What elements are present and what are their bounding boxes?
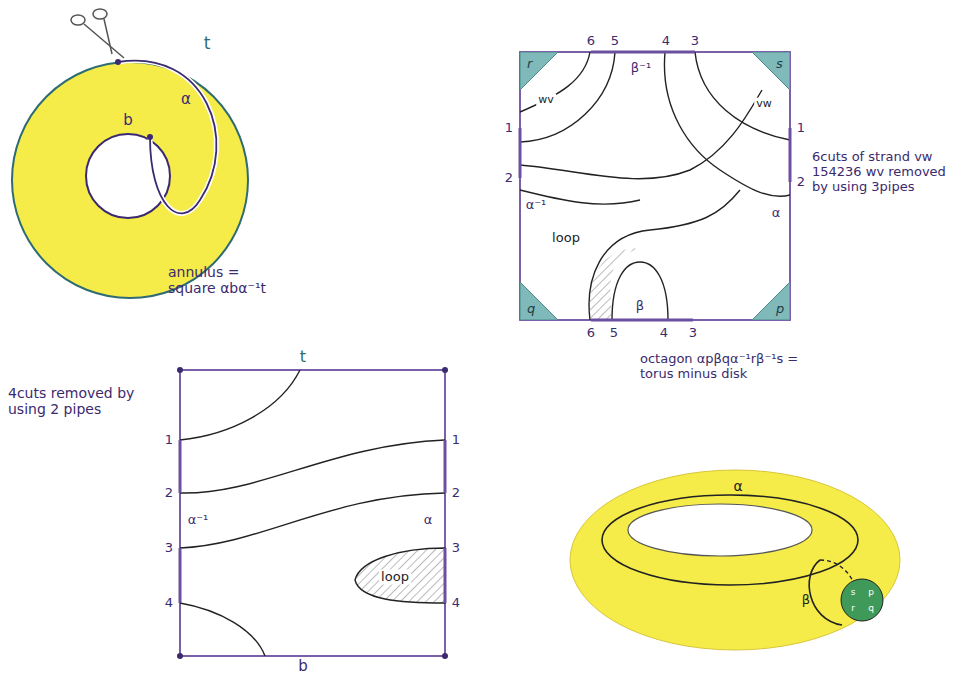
corner-label: q: [527, 301, 535, 316]
curve-label: α: [733, 478, 742, 494]
cut-number: 1: [165, 433, 173, 448]
cut-number: 6: [587, 326, 595, 341]
loop-label: loop: [379, 570, 411, 585]
disk-label: r: [851, 603, 855, 613]
cut-number: 1: [797, 121, 805, 136]
cut-number: 4: [165, 596, 173, 611]
triangle-shape: [752, 52, 790, 90]
edge-label: b: [298, 658, 308, 675]
edge-label: α⁻¹: [526, 198, 547, 213]
corner-label: p: [776, 301, 784, 316]
edge-label: t: [300, 348, 306, 366]
cut-number: 4: [452, 596, 460, 611]
cut-number: 1: [452, 433, 460, 448]
edge-label: β: [636, 299, 644, 314]
cut-number: 6: [587, 34, 595, 49]
cut-number: 3: [165, 541, 173, 556]
cut-number: 1: [505, 121, 513, 136]
cut-number: 2: [797, 175, 805, 190]
corner-triangle: s: [752, 52, 790, 90]
cut-number: 4: [660, 326, 668, 341]
corner-triangle: r: [520, 52, 558, 90]
cut-number: 2: [165, 486, 173, 501]
corner-label: r: [527, 56, 532, 71]
side-note: 4cuts removed by using 2 pipes: [8, 385, 158, 417]
cut-number: 5: [610, 326, 618, 341]
edge-label: β⁻¹: [631, 61, 651, 76]
corner-label: s: [776, 56, 783, 71]
edge-label: t: [204, 34, 211, 54]
side-note: 6cuts of strand vw 154236 wv removed by …: [812, 150, 960, 195]
disk-label: s: [851, 587, 856, 597]
cut-number: 4: [662, 34, 670, 49]
loop-label: loop: [550, 231, 582, 246]
cut-number: 5: [611, 34, 619, 49]
corner-triangle: q: [520, 282, 558, 320]
vertex-label: vw: [754, 98, 774, 111]
cut-number: 3: [689, 326, 697, 341]
edge-label: α: [772, 206, 781, 221]
edge-label: b: [123, 112, 133, 129]
disk-label: p: [868, 587, 874, 597]
edge-label: α: [424, 513, 433, 528]
triangle-shape: [520, 282, 558, 320]
vertex-label: wv: [536, 94, 556, 107]
cut-number: 3: [452, 541, 460, 556]
triangle-shape: [520, 52, 558, 90]
disk-label: q: [868, 603, 874, 613]
edge-label: α⁻¹: [188, 513, 209, 528]
edge-label: α: [181, 91, 191, 108]
triangle-shape: [752, 282, 790, 320]
cut-number: 2: [505, 171, 513, 186]
cut-number: 2: [452, 486, 460, 501]
caption-note: annulus = square αbα⁻¹t: [168, 264, 286, 296]
curve-label: β: [802, 593, 810, 608]
cut-number: 3: [691, 34, 699, 49]
corner-triangle: p: [752, 282, 790, 320]
caption-note: octagon αpβqα⁻¹rβ⁻¹s = torus minus disk: [640, 352, 820, 382]
